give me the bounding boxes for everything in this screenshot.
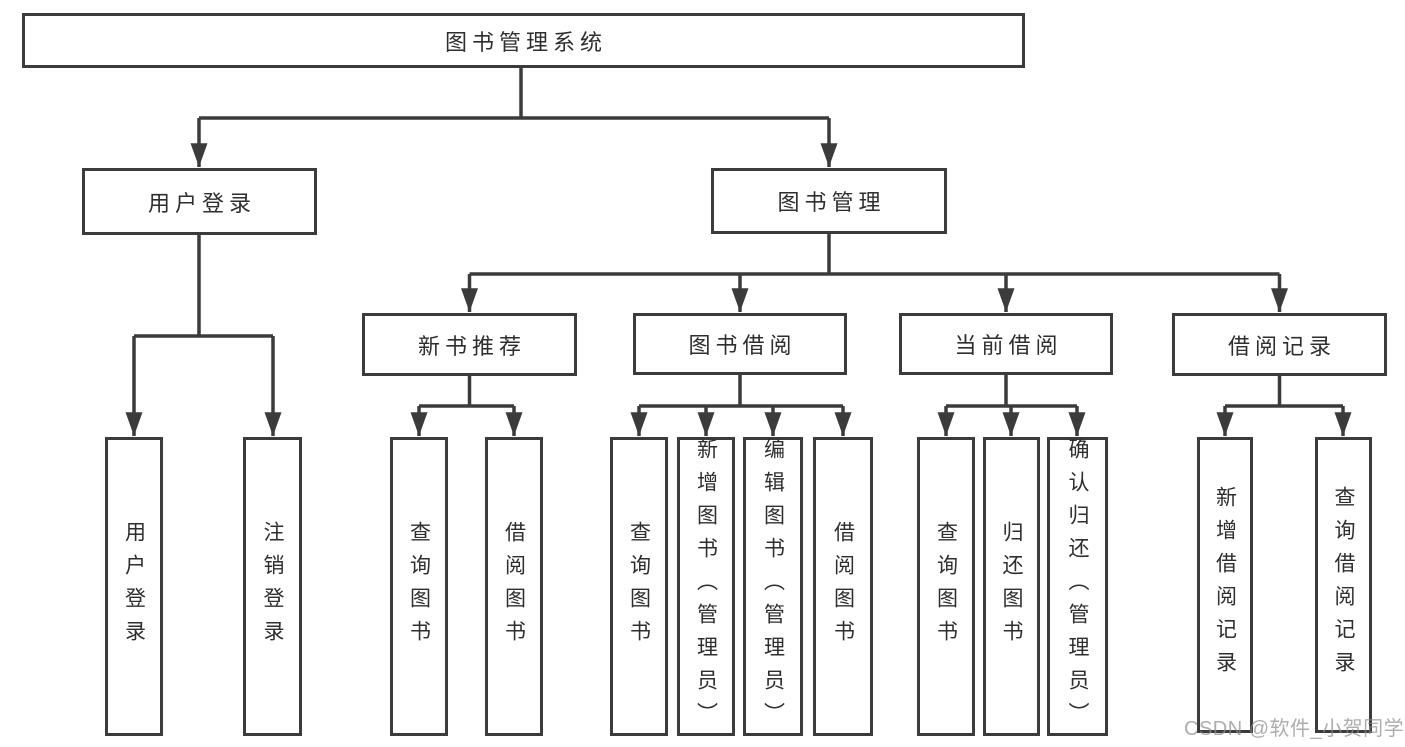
leaf-edit-book-admin-label: 编辑图书（管理员） xyxy=(761,438,785,735)
leaf-add-book-admin: 新增图书（管理员） xyxy=(677,437,735,736)
leaf-borrow-books-borrow-label: 借阅图书 xyxy=(831,520,855,653)
node-book-borrow: 图书借阅 xyxy=(633,313,847,375)
leaf-logout-label: 注销登录 xyxy=(261,520,284,653)
leaf-query-books-current-label: 查询图书 xyxy=(934,520,958,653)
leaf-edit-book-admin: 编辑图书（管理员） xyxy=(743,437,803,736)
leaf-query-borrow-record: 查询借阅记录 xyxy=(1315,437,1372,733)
node-borrow-records: 借阅记录 xyxy=(1172,313,1387,376)
leaf-query-books-borrow: 查询图书 xyxy=(610,437,668,736)
leaf-query-books-current: 查询图书 xyxy=(917,437,975,736)
leaf-add-borrow-record: 新增借阅记录 xyxy=(1197,437,1253,733)
leaf-query-books-borrow-label: 查询图书 xyxy=(627,520,651,653)
leaf-logout: 注销登录 xyxy=(243,437,302,736)
leaf-return-book-label: 归还图书 xyxy=(1000,520,1023,653)
leaf-confirm-return-admin-label: 确认归还（管理员） xyxy=(1066,438,1089,735)
node-current-borrow: 当前借阅 xyxy=(899,313,1113,375)
node-user-login: 用户登录 xyxy=(82,168,317,235)
node-new-book-recommend: 新书推荐 xyxy=(362,313,577,376)
leaf-confirm-return-admin: 确认归还（管理员） xyxy=(1047,437,1108,736)
leaf-user-login: 用户登录 xyxy=(105,437,163,736)
node-book-management: 图书管理 xyxy=(711,168,947,234)
node-root: 图书管理系统 xyxy=(22,13,1025,68)
csdn-watermark: CSDN @软件_小贺同学 xyxy=(1184,718,1405,740)
leaf-add-borrow-record-label: 新增借阅记录 xyxy=(1213,486,1237,684)
leaf-return-book: 归还图书 xyxy=(983,437,1040,736)
leaf-borrow-books-recommend-label: 借阅图书 xyxy=(502,520,526,653)
leaf-query-borrow-record-label: 查询借阅记录 xyxy=(1332,486,1355,684)
leaf-query-books-recommend: 查询图书 xyxy=(390,437,448,736)
leaf-query-books-recommend-label: 查询图书 xyxy=(407,520,431,653)
leaf-add-book-admin-label: 新增图书（管理员） xyxy=(694,438,718,735)
leaf-borrow-books-borrow: 借阅图书 xyxy=(813,437,873,736)
leaf-borrow-books-recommend: 借阅图书 xyxy=(485,437,543,736)
leaf-user-login-label: 用户登录 xyxy=(122,520,146,653)
